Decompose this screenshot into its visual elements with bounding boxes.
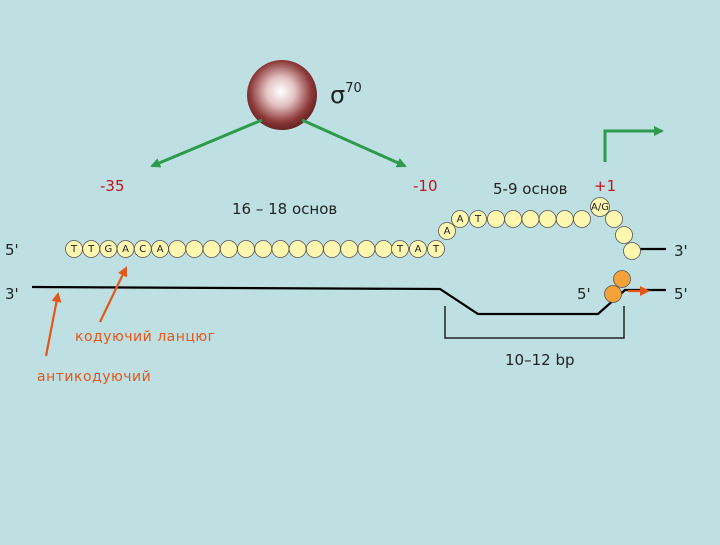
bubble-top-bead (504, 210, 523, 228)
box10-bead-letter: T (432, 244, 440, 255)
start-nucleotide-bead-letter: A/G (591, 202, 609, 213)
transcription-start-arrow (603, 126, 664, 162)
box10-bead (391, 240, 409, 258)
box35-bead-letter: A (157, 244, 164, 255)
minus35-label: -35 (100, 177, 125, 195)
spacer-bead (219, 240, 238, 258)
bubble-down-bead (615, 226, 633, 244)
bubble-size-label: 10–12 bp (505, 351, 575, 369)
spacer-bead (271, 240, 290, 258)
spacer-16-18-label: 16 – 18 основ (232, 200, 337, 218)
top-strand-5prime-label: 5' (5, 241, 19, 259)
bubble-bracket (444, 306, 625, 339)
spacer-bead (305, 240, 324, 258)
spacer-bead (323, 240, 341, 258)
sigma-factor-sphere (247, 60, 317, 130)
spacer-bead (357, 240, 376, 258)
spacer-5-9-label: 5-9 основ (493, 180, 568, 198)
spacer-bead (254, 240, 273, 258)
coding-strand-label: кодуючий ланцюг (75, 329, 216, 345)
box35-bead-letter: G (105, 244, 113, 255)
orange-bead-lower (604, 285, 622, 303)
top-strand-3prime-label: 3' (674, 242, 688, 260)
bottom-strand-inner-5prime-label: 5' (577, 285, 591, 303)
minus10-label: -10 (413, 177, 438, 195)
spacer-bead (237, 240, 255, 258)
spacer-bead (288, 240, 307, 258)
bubble-top-bead (521, 210, 540, 228)
spacer-bead (202, 240, 221, 258)
bottom-strand-line (31, 285, 666, 316)
box10-bead-letter: T (396, 244, 404, 255)
noncoding-strand-arrow (44, 292, 62, 357)
bubble-bead-letter: A (444, 226, 451, 237)
box35-bead-letter: T (87, 244, 95, 255)
sigma-to-minus10-arrow (301, 118, 407, 168)
sigma-label: σ70 (330, 81, 362, 109)
coding-strand-arrow (99, 266, 128, 323)
box10-bead (409, 240, 427, 258)
spacer-bead (185, 240, 204, 258)
bubble-top-bead (555, 210, 574, 228)
bubble-bead-letter: T (474, 214, 482, 225)
plus1-label: +1 (594, 177, 616, 195)
box10-bead-letter: A (415, 244, 422, 255)
bubble-bead (469, 210, 487, 228)
bottom-strand-3prime-label: 3' (5, 285, 19, 303)
box35-bead-letter: C (139, 244, 146, 255)
box10-bead (427, 240, 445, 258)
box35-bead-letter: A (122, 244, 129, 255)
bubble-bead (438, 222, 456, 240)
bubble-bead-letter: A (457, 214, 464, 225)
start-nucleotide-bead (590, 197, 610, 217)
spacer-bead (374, 240, 393, 258)
bubble-down-bead (605, 210, 623, 228)
bubble-bead (451, 210, 469, 228)
sigma-to-minus35-arrow (150, 118, 263, 168)
spacer-bead (340, 240, 359, 258)
bubble-top-bead (538, 210, 557, 228)
bubble-top-bead (487, 210, 505, 228)
bubble-down-bead (623, 242, 641, 260)
box35-bead-letter: T (70, 244, 78, 255)
noncoding-strand-label: антикодуючий (37, 369, 151, 385)
spacer-bead (168, 240, 187, 258)
bottom-strand-5prime-label: 5' (674, 285, 688, 303)
bubble-top-bead (573, 210, 591, 228)
orange-bead-upper (613, 270, 631, 288)
